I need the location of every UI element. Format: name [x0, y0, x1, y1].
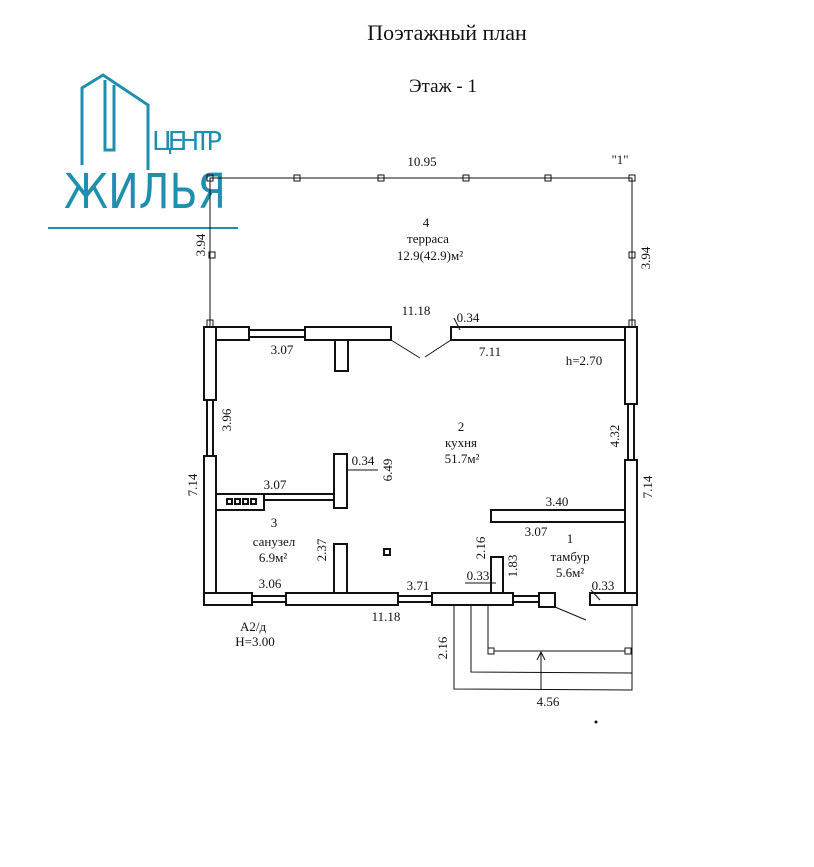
- svg-text:тамбур: тамбур: [551, 549, 590, 564]
- room-tambur: 1 тамбур 5.6м²: [551, 531, 590, 580]
- dim-bottom-mid: 3.71: [407, 578, 430, 593]
- dim-left-outer: 7.14: [185, 473, 200, 496]
- dim-stub-216: 2.16: [473, 536, 488, 559]
- dim-top-outer: 11.18: [402, 303, 431, 318]
- svg-text:2: 2: [458, 419, 465, 434]
- dim-right-outer: 7.14: [640, 475, 655, 498]
- terrace-right-height: 3.94: [638, 246, 653, 269]
- dim-porch-width: 4.56: [537, 694, 560, 709]
- dim-stub-183: 1.83: [505, 555, 520, 578]
- dim-door-033: 0.33: [592, 578, 615, 593]
- porch: [453, 605, 633, 724]
- svg-text:5.6м²: 5.6м²: [556, 565, 584, 580]
- terrace-mark: "1": [611, 152, 628, 167]
- terrace-left-height: 3.94: [193, 233, 208, 256]
- plan-title: Поэтажный план: [367, 20, 527, 45]
- logo-text-1: ЦЕНТР: [152, 127, 222, 157]
- dim-partition-height: 6.49: [380, 459, 395, 482]
- dim-door-leader: 0.34: [457, 310, 480, 325]
- dim-tambur-top: 3.40: [546, 494, 569, 509]
- walls: [203, 317, 638, 621]
- terrace-number: 4: [423, 215, 430, 230]
- svg-text:санузел: санузел: [253, 534, 296, 549]
- svg-text:51.7м²: 51.7м²: [445, 451, 480, 466]
- company-logo: ЦЕНТР ЖИЛЬЯ: [48, 73, 238, 229]
- ceiling-height: h=2.70: [566, 353, 603, 368]
- room-kitchen: 2 кухня 51.7м²: [445, 419, 480, 466]
- dim-bath-partition: 3.07: [264, 477, 287, 492]
- dim-top-left-inner: 3.07: [271, 342, 294, 357]
- dim-partition-thickness: 0.34: [352, 453, 375, 468]
- dim-top-right-inner: 7.11: [479, 344, 501, 359]
- dim-porch-depth: 2.16: [435, 636, 450, 659]
- floor-label: Этаж - 1: [409, 76, 477, 97]
- svg-text:кухня: кухня: [445, 435, 477, 450]
- dim-right-mid: 4.32: [607, 425, 622, 448]
- stamp-height: H=3.00: [235, 634, 274, 649]
- dim-tambur-bottom: 3.07: [525, 524, 548, 539]
- dimension-labels: 11.18 0.34 3.07 7.11 h=2.70 3.96 7.14 4.…: [185, 303, 655, 709]
- dim-bath-stub: 2.37: [314, 538, 329, 561]
- dim-left-upper: 3.96: [219, 408, 234, 431]
- terrace-name: терраса: [407, 231, 449, 246]
- svg-text:6.9м²: 6.9м²: [259, 550, 287, 565]
- dim-bottom-outer: 11.18: [372, 609, 401, 624]
- terrace: [206, 174, 636, 328]
- dim-stub-033: 0.33: [467, 568, 490, 583]
- stamp-code: А2/д: [240, 619, 267, 634]
- svg-text:1: 1: [567, 531, 574, 546]
- terrace-area: 12.9(42.9)м²: [397, 248, 463, 263]
- logo-text-2: ЖИЛЬЯ: [64, 164, 226, 220]
- svg-text:3: 3: [271, 515, 278, 530]
- room-bathroom: 3 санузел 6.9м²: [253, 515, 296, 565]
- dim-bottom-left: 3.06: [259, 576, 282, 591]
- terrace-width: 10.95: [407, 154, 436, 169]
